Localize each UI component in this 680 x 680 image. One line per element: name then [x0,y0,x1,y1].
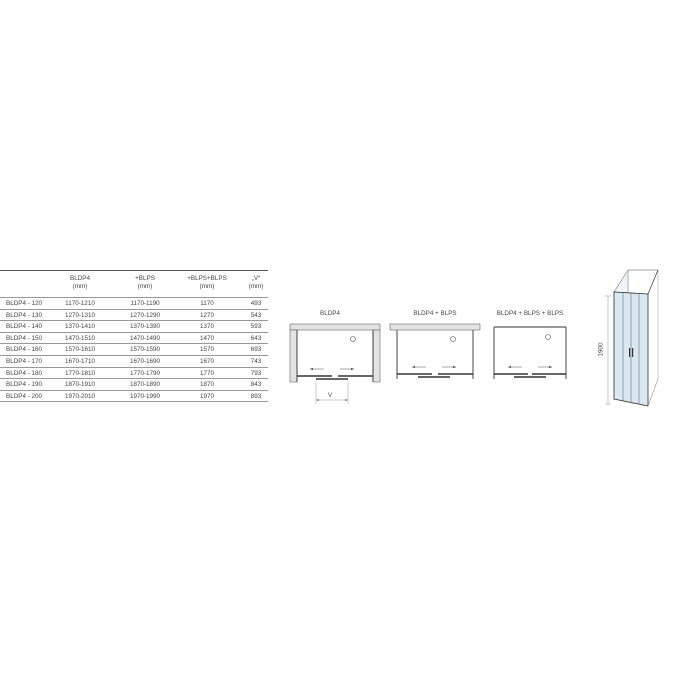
header-blps-blps: +BLPS+BLPS (mm) [187,275,227,290]
table-row: BLDP4 - 150 1470-1510 1470-1490 1470 643 [0,331,268,344]
table-cell: 843 [250,381,262,389]
table-cell: 643 [250,334,262,342]
table-cell: 1570-1610 [64,346,96,354]
table-cell: 1670-1690 [129,357,161,365]
table-cell: 1470-1490 [129,334,161,342]
table-cell: 1670-1710 [64,357,96,365]
table-header: BLDP4 (mm) +BLPS (mm) +BLPS+BLPS (mm) „V… [0,270,268,297]
table-row: BLDP4 - 190 1870-1910 1870-1890 1870 843 [0,378,268,390]
table-cell: 493 [250,300,262,307]
table-cell: BLDP4 - 160 [6,346,43,354]
table-cell: 1470-1510 [64,334,96,342]
header-blps: +BLPS (mm) [135,275,155,290]
enclosure-perspective [605,269,659,407]
table-cell: 1870-1890 [129,381,161,389]
table-cell: BLDP4 - 170 [6,357,43,365]
plan-diagram-bldp4-blps-blps [493,326,567,379]
table-cell: 593 [250,323,262,331]
table-row: BLDP4 - 180 1770-1810 1770-1790 1770 793 [0,366,268,379]
table-row: BLDP4 - 130 1270-1310 1270-1290 1270 543 [0,308,268,321]
table-cell: 1470 [199,334,214,342]
table-cell: 793 [250,369,262,377]
header-bldp4: BLDP4 (mm) [70,275,90,290]
table-cell: 1970-2010 [64,392,96,400]
table-cell: 1770-1790 [129,369,161,377]
table-cell: 1570 [199,346,214,354]
table-cell: 1170-1190 [130,300,160,307]
plan-diagram-bldp4-blps [389,323,481,379]
table-cell: 1570-1590 [129,346,161,354]
table-cell: BLDP4 - 190 [6,381,43,389]
dimension-table: BLDP4 (mm) +BLPS (mm) +BLPS+BLPS (mm) „V… [0,270,268,403]
table-cell: 1670 [199,357,214,365]
table-cell: 1170 [200,300,214,307]
table-cell: 1270 [199,311,214,319]
table-cell: 1370 [199,323,214,331]
table-row: BLDP4 - 160 1570-1610 1570-1590 1570 693 [0,343,268,355]
table-cell: 1970 [199,392,214,400]
table-cell: 1870 [199,381,214,389]
table-cell: BLDP4 - 200 [6,392,43,400]
table-cell: 1270-1290 [129,311,161,319]
table-cell: 893 [250,392,262,400]
table-cell: 1370-1410 [64,323,96,331]
table-cell: 1870-1910 [64,381,96,389]
table-cell: 1270-1310 [64,311,96,319]
table-row: BLDP4 - 200 1970-2010 1970-1990 1970 893 [0,389,268,403]
table-cell: 543 [250,311,262,319]
table-row: BLDP4 - 140 1370-1410 1370-1390 1370 593 [0,320,268,332]
table-row: BLDP4 - 120 1170-1210 1170-1190 1170 493 [0,297,268,309]
table-row: BLDP4 - 170 1670-1710 1670-1690 1670 743 [0,354,268,367]
table-cell: 1370-1390 [129,323,161,331]
v-dimension-label: V [327,392,333,399]
header-v: „V“ (mm) [248,275,264,290]
diagram-label-bldp4-blps-blps: BLDP4 + BLPS + BLPS [496,310,564,317]
table-cell: BLDP4 - 140 [6,323,43,331]
diagram-label-bldp4-blps: BLDP4 + BLPS [413,310,457,317]
table-cell: 693 [250,346,262,354]
height-dimension-label: 1900 [597,342,605,357]
diagram-label-bldp4: BLDP4 [320,310,340,317]
table-cell: BLDP4 - 150 [6,334,43,342]
table-cell: 1970-1990 [129,392,161,400]
table-cell: BLDP4 - 120 [6,300,43,307]
table-cell: BLDP4 - 180 [6,369,43,377]
table-cell: 1770 [199,369,214,377]
plan-diagram-bldp4 [289,323,381,404]
table-cell: 1170-1210 [65,300,95,307]
table-cell: 1770-1810 [64,369,96,377]
table-cell: BLDP4 - 130 [6,311,43,319]
table-cell: 743 [250,357,262,365]
